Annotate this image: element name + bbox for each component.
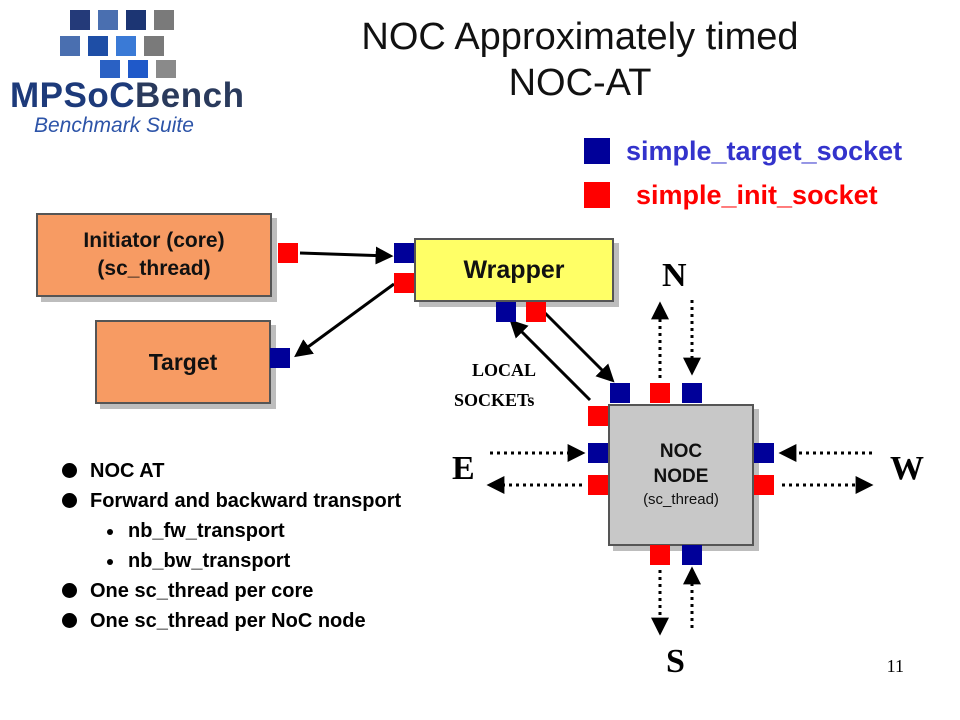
logo-square [98,10,118,30]
noc-node-box: NOC NODE (sc_thread) [608,404,754,546]
initiator-init-socket [278,243,298,263]
page-number: 11 [886,656,904,676]
direction-north-label: N [662,257,687,294]
bullet-dot-icon [62,613,77,628]
logo-square [128,60,148,78]
logo-square [156,60,176,78]
logo-square [144,36,164,56]
local-label-line-2: SOCKETs [454,390,535,410]
bullet-item: NOC AT [62,456,401,486]
noc-local-init-socket [588,406,608,426]
wrapper-init-socket-left [394,273,414,293]
noc-south-init-socket [650,545,670,565]
direction-east-label: E [452,450,475,487]
noc-to-wrapper-arrow [509,319,592,402]
direction-south-label: S [666,643,685,680]
noc-west-target-socket [754,443,774,463]
noc-label-line-2: NODE [653,466,709,487]
wrapper-target-socket-bottom [496,302,516,322]
bullet-item: One sc_thread per NoC node [62,606,401,636]
logo-wordmark: MPSoCBench [10,76,244,116]
target-label: Target [148,348,218,375]
init-socket-legend-label: simple_init_socket [636,180,878,210]
sub-bullet-text: nb_bw_transport [128,550,291,572]
bullet-dot-icon [62,463,77,478]
local-sockets-label: LOCAL SOCKETs [454,355,536,415]
sub-bullet-item: nb_fw_transport [62,516,401,546]
logo-square [126,10,146,30]
noc-east-target-socket [588,443,608,463]
bullet-dot-icon [62,583,77,598]
wrapper-to-target-arrow [294,282,395,358]
noc-east-init-socket [588,475,608,495]
bullet-text: NOC AT [90,460,165,482]
sub-bullet-text: nb_fw_transport [128,520,285,542]
wrapper-target-socket-left [394,243,414,263]
logo-square [154,10,174,30]
bullet-item: One sc_thread per core [62,576,401,606]
bullet-item: Forward and backward transport [62,486,401,516]
logo-name-part2: Bench [135,76,245,115]
slide-title: NOC Approximately timed NOC-AT [280,14,880,106]
bullet-dot-icon [62,493,77,508]
logo-square [116,36,136,56]
initiator-core-box: Initiator (core) (sc_thread) [36,213,272,297]
target-socket-swatch [584,138,610,164]
bullet-text: One sc_thread per NoC node [90,610,366,632]
noc-north-target-socket [682,383,702,403]
logo-square [70,10,90,30]
initiator-label-line-2: (sc_thread) [97,257,211,280]
title-line-1: NOC Approximately timed [361,16,799,58]
noc-south-target-socket [682,545,702,565]
noc-label-line-3: (sc_thread) [643,491,719,508]
target-socket-legend-label: simple_target_socket [626,136,903,166]
logo: MPSoCBench Benchmark Suite [10,6,250,137]
title-line-2: NOC-AT [508,62,652,104]
bullet-text: Forward and backward transport [90,490,402,512]
sub-bullet-item: nb_bw_transport [62,546,401,576]
initiator-label-line-1: Initiator (core) [83,229,225,252]
sub-bullet-dot-icon [107,559,113,565]
target-box: Target [95,320,271,404]
noc-west-init-socket [754,475,774,495]
local-label-line-1: LOCAL [472,360,537,380]
logo-square [60,36,80,56]
wrapper-init-socket-bottom [526,302,546,322]
noc-label-line-1: NOC [659,441,703,462]
logo-name-part1: MPSoC [10,76,135,115]
noc-local-target-socket [610,383,630,403]
wrapper-to-noc-arrow [543,311,615,383]
logo-square [100,60,120,78]
initiator-to-wrapper-arrow [299,246,394,265]
direction-west-label: W [890,450,924,487]
noc-north-init-socket [650,383,670,403]
target-target-socket [270,348,290,368]
logo-tagline: Benchmark Suite [34,114,194,137]
bullet-list: NOC AT Forward and backward transport nb… [62,456,401,636]
wrapper-box: Wrapper [414,238,614,302]
wrapper-label: Wrapper [463,255,565,284]
init-socket-swatch [584,182,610,208]
bullet-text: One sc_thread per core [90,580,314,602]
logo-square [88,36,108,56]
sub-bullet-dot-icon [107,529,113,535]
logo-squares [60,10,200,80]
